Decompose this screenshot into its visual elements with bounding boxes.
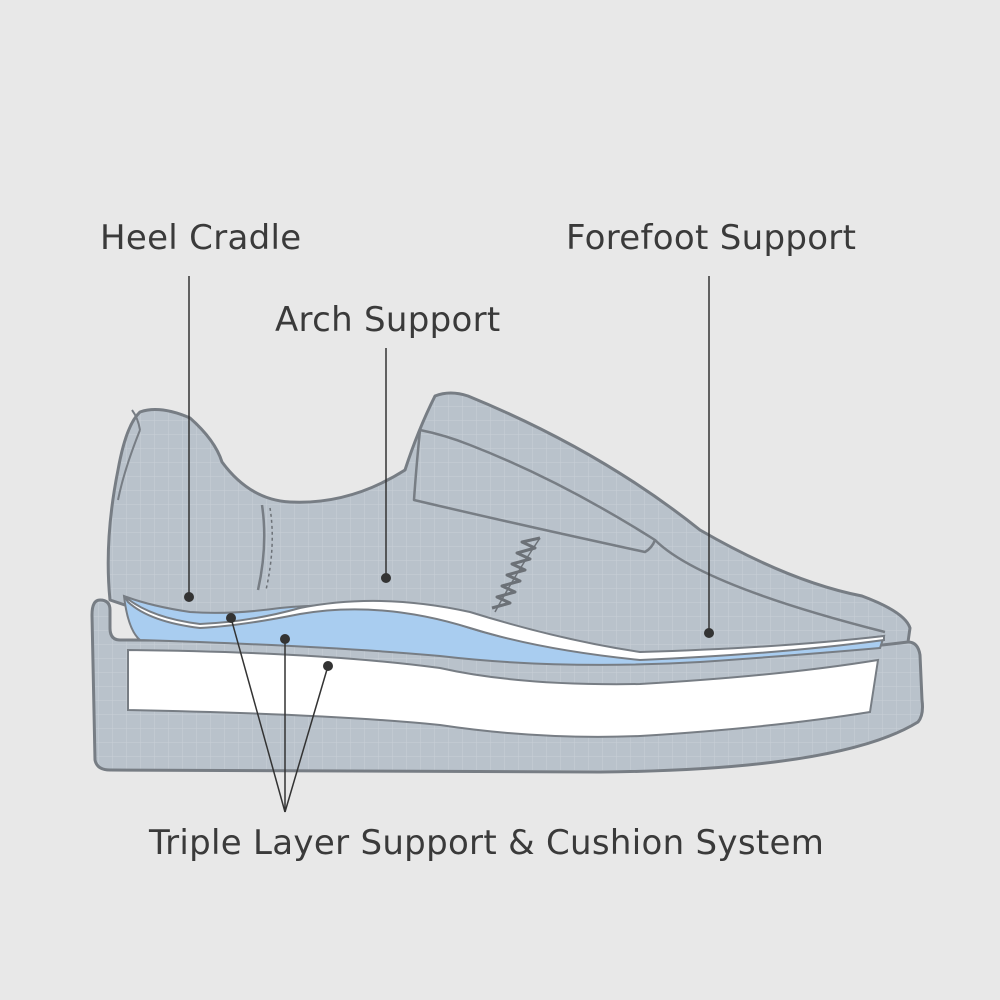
top-cover-dot xyxy=(226,613,236,623)
heel-cradle-label: Heel Cradle xyxy=(100,218,302,258)
arch-support-label: Arch Support xyxy=(275,300,501,340)
system-leader-top xyxy=(230,617,286,813)
strap-edge-line xyxy=(654,539,886,634)
system-leader-bottom xyxy=(284,665,329,813)
forefoot-support-dot xyxy=(704,628,714,638)
cushion-system-label: Triple Layer Support & Cushion System xyxy=(149,823,825,863)
heel-seam-line xyxy=(256,504,266,591)
forefoot-support-label: Forefoot Support xyxy=(566,218,857,258)
heel-cradle-dot xyxy=(184,592,194,602)
strap-shape xyxy=(412,428,657,554)
foam-layer-shape xyxy=(127,648,880,738)
heel-stitch-line xyxy=(265,507,273,591)
heel-tab-line xyxy=(131,409,141,431)
insole-top-cover xyxy=(123,595,885,662)
foam-layer-dot xyxy=(323,661,333,671)
heel-inner-line xyxy=(117,429,141,501)
zigzag-center-line xyxy=(494,537,541,613)
blue-layer-dot xyxy=(280,634,290,644)
arch-support-dot xyxy=(381,573,391,583)
